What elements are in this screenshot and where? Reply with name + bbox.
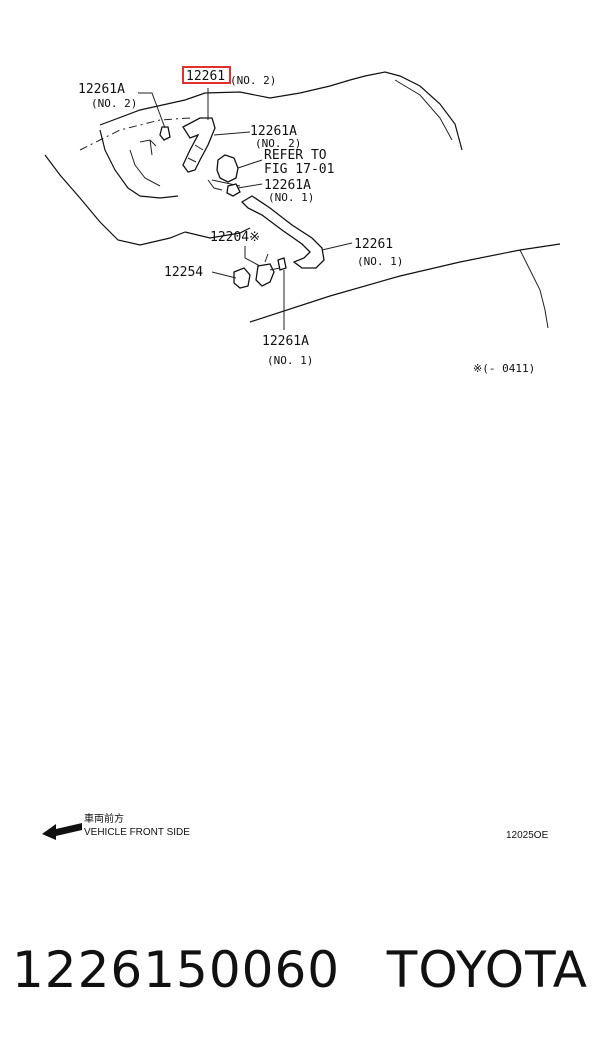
leader-refer — [237, 159, 263, 169]
part-12254 — [233, 267, 251, 289]
leader-right-b — [237, 183, 263, 189]
label-bottom-part[interactable]: 12261A — [262, 334, 309, 349]
label-note: ※(- 0411) — [473, 362, 535, 375]
refer-component — [216, 154, 239, 183]
label-refer-1: REFER TO — [264, 148, 327, 163]
hose-12261-no2-detail — [187, 144, 204, 163]
valve-12204 — [255, 263, 275, 287]
engine-outline-top — [99, 71, 463, 151]
label-hose-part[interactable]: 12261 — [354, 237, 393, 252]
body-contour-inner — [99, 129, 179, 199]
label-hose-qual: (NO. 1) — [357, 255, 403, 268]
clamp-left-top — [159, 126, 171, 141]
engine-phantom-line — [79, 117, 191, 151]
label-hl-part[interactable]: 12261 — [186, 69, 225, 84]
body-contour-mid — [129, 149, 161, 187]
clamp-right — [226, 183, 241, 197]
label-drawing-id: 12025OE — [506, 830, 549, 841]
footer-part-number: 1226150060 — [12, 941, 341, 999]
label-right-b-qual: (NO. 1) — [268, 191, 314, 204]
body-long-line — [249, 243, 561, 323]
body-contour-left — [44, 154, 186, 246]
label-left-top-qual: (NO. 2) — [91, 97, 137, 110]
valve-12204-stem — [264, 253, 281, 271]
label-bottom-qual: (NO. 1) — [267, 354, 313, 367]
label-mid-part[interactable]: 12204※ — [210, 230, 260, 245]
leader-left-top — [138, 92, 166, 129]
body-side-line — [519, 249, 549, 329]
highlight-box — [182, 66, 231, 84]
label-left-part[interactable]: 12254 — [164, 265, 203, 280]
hose-12261-no2-shape — [182, 117, 216, 173]
connector-small — [207, 179, 223, 191]
label-right-a-part[interactable]: 12261A — [250, 124, 297, 139]
label-dir-en: VEHICLE FRONT SIDE — [84, 827, 190, 838]
label-dir-jp: 車両前方 — [84, 812, 124, 825]
leader-hose — [321, 242, 353, 251]
clamp-bottom — [277, 257, 287, 271]
leader-left — [211, 271, 237, 279]
cover-plate — [184, 227, 251, 239]
label-refer-2[interactable]: FIG 17-01 — [264, 162, 334, 177]
label-left-top-part[interactable]: 12261A — [78, 82, 125, 97]
label-right-b-part[interactable]: 12261A — [264, 178, 311, 193]
front-arrow-icon — [42, 823, 82, 840]
label-hl-qual: (NO. 2) — [230, 74, 276, 87]
leader-mid — [244, 246, 261, 267]
footer-brand: TOYOTA — [386, 941, 588, 999]
hose-12261-no1-shape — [240, 195, 325, 269]
small-bracket — [139, 139, 157, 156]
engine-outline-inner — [394, 79, 453, 141]
label-right-a-qual: (NO. 2) — [255, 137, 301, 150]
footer: 1226150060 TOYOTA — [0, 930, 600, 1010]
leader-right-a — [213, 131, 251, 136]
